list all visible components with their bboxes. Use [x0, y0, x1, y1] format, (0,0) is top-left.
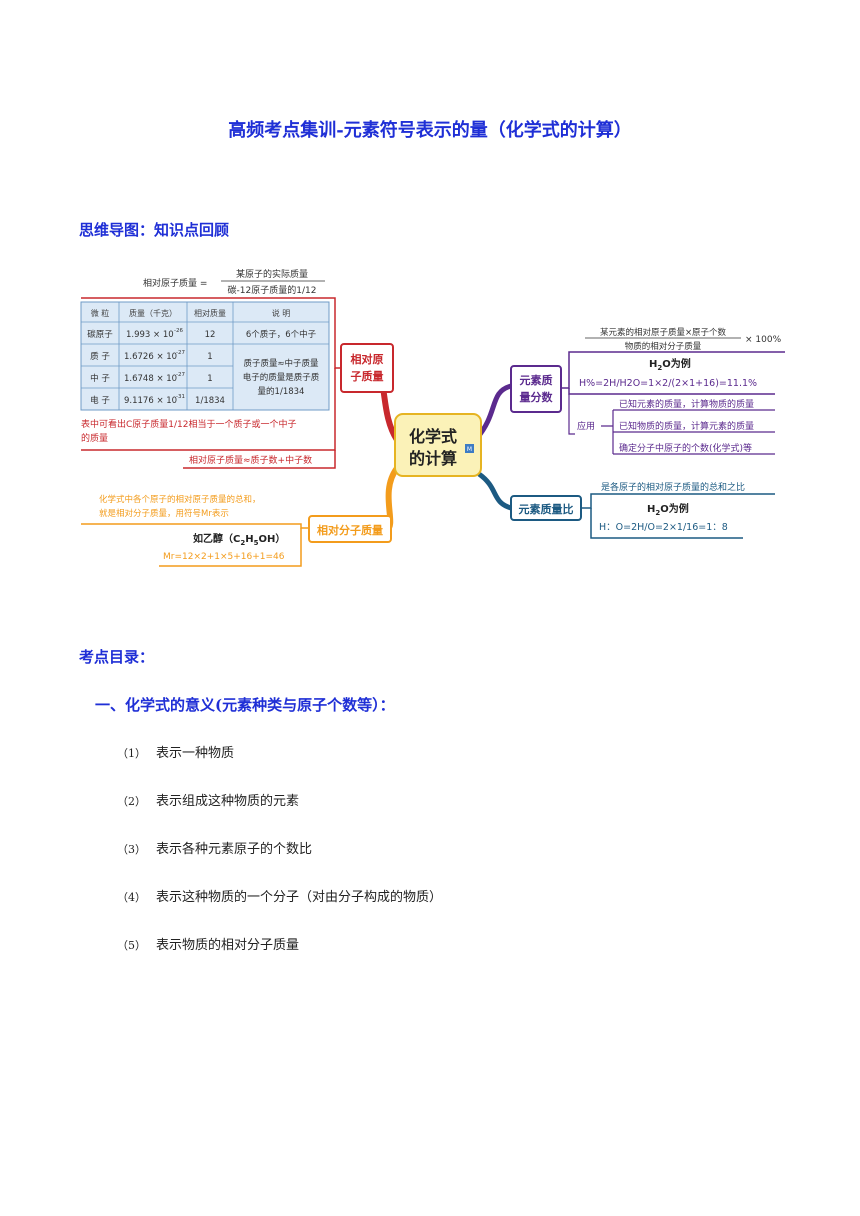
table-cell-relative: 1 [207, 374, 212, 384]
rel-atomic-approx-bracket [183, 450, 336, 469]
table-cell-particle: 电 子 [90, 395, 110, 406]
list-item-number: （2） [117, 795, 146, 808]
ethanol-mr-calc: Mr=12×2+1×5+16+1=46 [163, 552, 285, 562]
table-header-mass: 质量（千克） [129, 308, 177, 318]
table-cell-mass: 9.1176 × 10 [124, 396, 177, 406]
table-merged-note-line2: 电子的质量是质子质 [243, 372, 320, 383]
mass-fraction-formula-denominator: 物质的相对分子质量 [625, 341, 702, 352]
rel-atomic-formula-numerator: 某原子的实际质量 [236, 268, 308, 280]
list-item-number: （3） [117, 843, 146, 856]
contents-heading: 考点目录： [79, 648, 155, 666]
mass-fraction-upper-bracket [561, 351, 785, 389]
table-cell-exponent: -31 [176, 394, 185, 400]
node-mass-ratio-label: 元素质量比 [519, 502, 574, 516]
rel-molecular-example-bracket [159, 528, 302, 567]
rel-molecular-def-line1: 化学式中各个原子的相对原子质量的总和， [99, 494, 261, 505]
rel-atomic-approx: 相对原子质量≈质子数+中子数 [189, 454, 312, 466]
table-header-relative: 相对质量 [194, 308, 226, 318]
apply-items-brackets [601, 409, 775, 455]
list-item-number: （5） [117, 939, 146, 952]
rel-atomic-note-line1: 表中可看出C原子质量1/12相当于一个质子或一个中子 [81, 418, 297, 430]
list-item: （4） 表示这种物质的一个分子（对由分子构成的物质） [117, 886, 442, 905]
center-label-line2: 的计算 [409, 449, 457, 468]
node-relative-molecular-mass [308, 515, 392, 543]
list-item-text: 表示组成这种物质的元素 [156, 794, 300, 809]
rel-molecular-def-line2: 就是相对分子质量，用符号Mr表示 [99, 508, 229, 519]
table-cell-relative: 12 [205, 330, 216, 340]
mindmap-heading: 思维导图：知识点回顾 [79, 221, 230, 239]
node-relative-atomic-mass-line2: 子质量 [351, 369, 384, 383]
list-item-text: 表示物质的相对分子质量 [156, 938, 300, 953]
node-mass-fraction-line2: 量分数 [520, 390, 554, 404]
table-row: 质 子 1.6726 × 10 -27 1 [90, 350, 213, 362]
branch-connector-mass-ratio [477, 471, 512, 511]
node-relative-atomic-mass-line1: 相对原 [351, 352, 384, 366]
table-merged-note-line1: 质子质量≈中子质量 [243, 358, 319, 369]
water-example-title: H2O为例 [649, 357, 691, 372]
list-item-text: 表示一种物质 [156, 746, 235, 761]
table-header-note: 说 明 [272, 308, 291, 318]
table-cell-particle: 碳原子 [87, 329, 113, 340]
table-row: 电 子 9.1176 × 10 -31 1/1834 [90, 394, 225, 406]
center-label-line1: 化学式 [409, 427, 457, 446]
particle-table [80, 301, 330, 411]
rel-atomic-formula-left: 相对原子质量 = [143, 277, 207, 289]
table-cell-mass: 1.6726 × 10 [124, 352, 177, 362]
node-mass-fraction-line1: 元素质 [520, 373, 553, 387]
table-cell-exponent: -26 [174, 328, 183, 334]
list-item-number: （4） [117, 891, 146, 904]
list-item-text: 表示这种物质的一个分子（对由分子构成的物质） [156, 890, 443, 905]
table-cell-particle: 中 子 [90, 373, 110, 384]
table-cell-mass: 1.6748 × 10 [124, 374, 177, 384]
ethanol-example-title: 如乙醇（C2H5OH） [193, 532, 285, 547]
table-cell-note: 6个质子，6个中子 [246, 329, 317, 340]
rel-atomic-top-bracket [81, 297, 341, 369]
rel-atomic-note-line2: 的质量 [81, 432, 108, 444]
ratio-example-title: H2O为例 [647, 502, 689, 517]
apply-item: 已知元素的质量，计算物质的质量 [619, 398, 754, 410]
center-node [394, 413, 482, 477]
apply-label: 应用 [577, 420, 595, 432]
table-cell-exponent: -27 [176, 372, 185, 378]
table-row: 中 子 1.6748 × 10 -27 1 [90, 372, 213, 384]
mass-ratio-def-underline [581, 493, 775, 509]
table-row: 碳原子 1.993 × 10 -26 12 6个质子，6个中子 [87, 328, 316, 340]
mass-fraction-apply-link [568, 394, 575, 435]
mass-ratio-example-underline [590, 508, 743, 539]
table-header-particle: 微 粒 [91, 308, 110, 318]
mindmap-badge-icon [465, 444, 474, 453]
node-mass-fraction [510, 365, 562, 413]
water-mass-fraction-calc: H%=2H/H2O=1×2/(2×1+16)=11.1% [579, 378, 757, 389]
branch-connector-mass-fraction [475, 383, 512, 440]
section1-heading: 一、化学式的意义(元素种类与原子个数等）： [95, 696, 395, 714]
list-item: （5） 表示物质的相对分子质量 [117, 934, 299, 953]
apply-item: 确定分子中原子的个数(化学式)等 [619, 442, 752, 454]
mass-fraction-times-100: × 100% [745, 335, 782, 345]
rel-atomic-formula-denominator: 碳-12原子质量的1/12 [228, 284, 317, 296]
list-item-text: 表示各种元素原子的个数比 [156, 842, 313, 857]
list-item-number: （1） [117, 747, 146, 760]
mass-ratio-calc: H：O=2H/O=2×1/16=1：8 [599, 522, 728, 533]
node-relative-molecular-mass-label: 相对分子质量 [317, 523, 383, 537]
table-merged-note-line3: 量的1/1834 [258, 386, 305, 397]
table-cell-particle: 质 子 [90, 351, 110, 362]
mass-fraction-formula-numerator: 某元素的相对原子质量×原子个数 [600, 327, 727, 338]
page-title: 高频考点集训-元素符号表示的量（化学式的计算） [228, 120, 632, 141]
mind-map: 化学式 的计算 M 相对原 子质量 相对原子质量 = 某原子的实际质量 碳-12… [79, 262, 785, 568]
table-cell-exponent: -27 [176, 350, 185, 356]
apply-item: 已知物质的质量，计算元素的质量 [619, 420, 754, 432]
list-item: （2） 表示组成这种物质的元素 [117, 790, 299, 809]
node-relative-atomic-mass [340, 343, 394, 393]
table-cell-relative: 1/1834 [195, 396, 225, 406]
mass-ratio-definition: 是各原子的相对原子质量的总和之比 [601, 481, 745, 493]
table-cell-relative: 1 [207, 352, 212, 362]
rel-molecular-def-underline [81, 523, 309, 529]
list-item: （3） 表示各种元素原子的个数比 [117, 838, 312, 857]
table-cell-mass: 1.993 × 10 [126, 330, 174, 340]
list-item: （1） 表示一种物质 [117, 742, 234, 761]
mindmap-badge-label: M [467, 446, 472, 453]
